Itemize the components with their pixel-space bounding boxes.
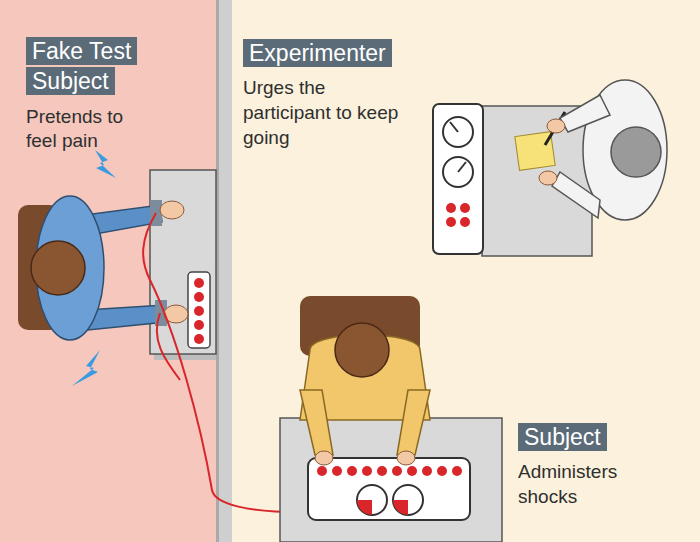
desk xyxy=(150,170,216,354)
text-label-group: SubjectAdministers shocks xyxy=(518,422,668,510)
arm xyxy=(552,172,600,218)
buttons xyxy=(194,278,204,344)
head xyxy=(611,127,661,177)
description-text: Urges the participant to keep going xyxy=(243,76,403,150)
heading-label: Fake Test Subject xyxy=(26,37,137,95)
dial-needle xyxy=(450,122,458,132)
heading-label: Subject xyxy=(518,423,607,451)
hand xyxy=(397,451,415,465)
dial-fill xyxy=(393,500,408,515)
dial xyxy=(357,485,387,515)
hand xyxy=(547,119,565,133)
shock-bolt xyxy=(72,350,100,386)
head xyxy=(335,323,389,377)
description-text: Pretends to feel pain xyxy=(26,105,158,154)
hand xyxy=(160,201,184,219)
divider-wall xyxy=(216,0,232,542)
text-label-group: Fake Test SubjectPretends to feel pain xyxy=(26,36,158,154)
button-panel xyxy=(188,272,210,348)
dial-fill xyxy=(357,500,372,515)
text-label-group: ExperimenterUrges the participant to kee… xyxy=(243,38,403,150)
head xyxy=(31,241,85,295)
shock-bolt xyxy=(95,150,116,178)
dial xyxy=(443,157,473,187)
monitor-panel xyxy=(433,104,483,254)
dial xyxy=(443,117,473,147)
hand xyxy=(315,451,333,465)
arm xyxy=(300,390,333,455)
description-text: Administers shocks xyxy=(518,460,668,509)
heading-label: Experimenter xyxy=(243,39,392,67)
buttons xyxy=(446,203,470,227)
electrode-wire xyxy=(157,313,180,380)
dial xyxy=(393,485,423,515)
hand xyxy=(539,171,557,185)
shock-generator xyxy=(308,458,470,520)
arm xyxy=(397,390,430,455)
dial-needle xyxy=(458,162,466,172)
pink-room xyxy=(0,0,216,542)
buttons xyxy=(317,466,462,476)
arm xyxy=(560,95,610,132)
